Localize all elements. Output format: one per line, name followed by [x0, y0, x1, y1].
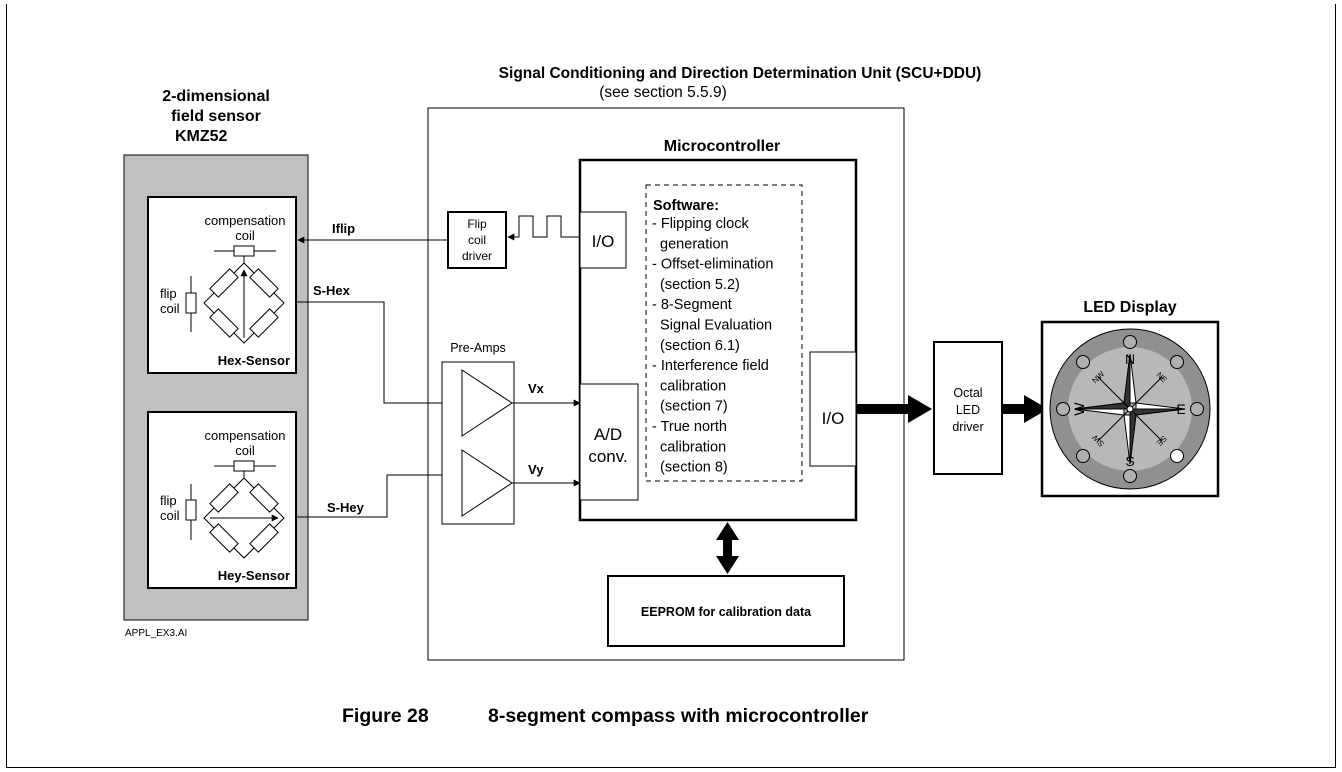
- flip-driver-line-2: coil: [468, 233, 486, 247]
- hey-bridge: [203, 477, 285, 559]
- compass-w: W: [1071, 402, 1087, 416]
- software-title: Software:: [653, 198, 719, 214]
- preamp-y-triangle: [461, 449, 513, 517]
- led-n: [1123, 335, 1137, 349]
- flip-driver-line-1: Flip: [467, 217, 487, 231]
- sensor-title-line-2: field sensor: [171, 108, 261, 125]
- s-hey-label: S-Hey: [327, 500, 365, 515]
- preamps-label: Pre-Amps: [450, 341, 506, 355]
- io-right-box: [809, 351, 857, 467]
- hey-flip-coil: [185, 499, 197, 521]
- flip-coil-driver-box: [447, 211, 507, 269]
- hex-compensation-coil: [233, 245, 255, 257]
- hey-flip-label-1: flip: [160, 493, 177, 508]
- hey-sensor-label: Hey-Sensor: [218, 568, 290, 583]
- caption-number: Figure 28: [342, 705, 429, 727]
- bus-arrow-to-led-driver: [856, 395, 932, 423]
- flip-driver-line-3: driver: [462, 249, 492, 263]
- software-line: (section 8): [652, 460, 728, 476]
- adc-label-1: A/D: [594, 425, 622, 444]
- hex-flip-label-1: flip: [160, 286, 177, 301]
- io-top-label: I/O: [592, 232, 615, 251]
- led-driver-line-1: Octal: [953, 386, 982, 400]
- clock-pulse-waveform: [514, 215, 575, 238]
- preamp-x-triangle: [461, 369, 513, 437]
- compass-s: S: [1125, 453, 1134, 469]
- scu-title: Signal Conditioning and Direction Determ…: [499, 65, 982, 82]
- eeprom-box: [607, 575, 845, 647]
- software-line: - Offset-elimination: [652, 257, 773, 273]
- scu-subtitle: (see section 5.5.9): [599, 84, 727, 101]
- hey-sensor: compensation coil flip coil Hey-Sensor: [147, 411, 297, 589]
- hex-comp-label-1: compensation: [205, 213, 286, 228]
- iflip-label: Iflip: [332, 221, 355, 236]
- hex-sensor: compensation coil flip coil Hex-Sensor: [147, 196, 297, 374]
- software-line: (section 5.2): [652, 277, 740, 293]
- hex-flip-label-2: coil: [160, 301, 180, 316]
- hey-flip-label-2: coil: [160, 508, 180, 523]
- led-se: [1170, 449, 1184, 463]
- hey-comp-label-1: compensation: [205, 428, 286, 443]
- software-line: (section 6.1): [652, 338, 740, 354]
- figure-frame: [6, 4, 1336, 768]
- software-line: calibration: [652, 439, 726, 455]
- s-hex-line: [296, 301, 461, 407]
- hex-sensor-label: Hex-Sensor: [218, 353, 290, 368]
- hex-bridge: [203, 262, 285, 344]
- sensor-title-line-1: 2-dimensional: [162, 88, 270, 105]
- vx-label: Vx: [528, 381, 545, 396]
- software-line: - Interference field: [652, 358, 769, 374]
- hey-compensation-coil: [233, 460, 255, 472]
- microcontroller-title: Microcontroller: [664, 138, 780, 155]
- bus-arrow-to-display: [1002, 395, 1048, 423]
- software-lines: - Flipping clock generation - Offset-elim…: [652, 216, 773, 476]
- led-driver-line-3: driver: [952, 420, 983, 434]
- eeprom-bus-arrow: [716, 522, 739, 574]
- eeprom-label: EEPROM for calibration data: [641, 605, 812, 619]
- io-right-label: I/O: [822, 409, 845, 428]
- software-box: [645, 184, 803, 482]
- software-line: Signal Evaluation: [652, 318, 772, 334]
- caption-text: 8-segment compass with microcontroller: [488, 705, 869, 727]
- file-label: APPL_EX3.AI: [125, 628, 187, 639]
- hex-comp-label-2: coil: [235, 228, 255, 243]
- compass-rose: [1074, 353, 1186, 465]
- led-s: [1123, 469, 1137, 483]
- software-line: - Flipping clock: [652, 216, 749, 232]
- led-e: [1190, 402, 1204, 416]
- software-line: (section 7): [652, 399, 728, 415]
- software-line: - True north: [652, 419, 727, 435]
- io-top-box: [579, 211, 627, 269]
- adc-box: [579, 383, 639, 501]
- compass-n: N: [1125, 351, 1135, 367]
- s-hey-line: [296, 471, 461, 518]
- led-lights: [1056, 335, 1204, 483]
- software-line: - 8-Segment: [652, 297, 732, 313]
- s-hex-label: S-Hex: [313, 283, 351, 298]
- led-ne: [1170, 355, 1184, 369]
- led-display-title: LED Display: [1083, 299, 1176, 316]
- led-w: [1056, 402, 1070, 416]
- led-sw: [1076, 449, 1090, 463]
- hex-flip-coil: [185, 292, 197, 314]
- adc-label-2: conv.: [588, 447, 627, 466]
- sensor-title-line-3: KMZ52: [175, 128, 228, 145]
- led-driver-box: [933, 341, 1003, 475]
- software-line: generation: [652, 236, 729, 252]
- hey-comp-label-2: coil: [235, 443, 255, 458]
- software-line: calibration: [652, 378, 726, 394]
- vy-label: Vy: [528, 462, 544, 477]
- led-nw: [1076, 355, 1090, 369]
- compass-e: E: [1176, 401, 1185, 417]
- led-driver-line-2: LED: [956, 403, 980, 417]
